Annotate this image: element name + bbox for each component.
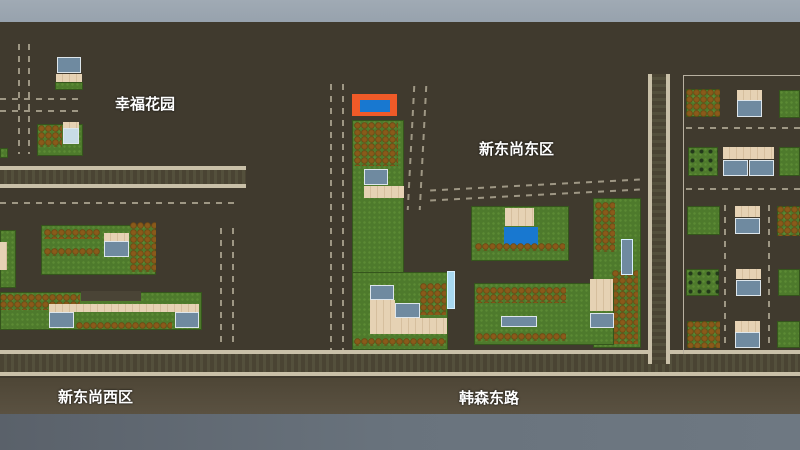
building[interactable] <box>737 100 762 117</box>
tree-row <box>354 338 446 346</box>
glass-structure[interactable] <box>447 271 455 309</box>
tree-row <box>130 222 156 272</box>
lane-marking <box>724 205 726 345</box>
plaza <box>736 269 761 279</box>
plaza <box>505 208 534 226</box>
building[interactable] <box>723 160 748 176</box>
tree-row <box>777 206 800 236</box>
plaza <box>735 321 760 332</box>
building[interactable] <box>370 285 394 300</box>
plot <box>777 321 800 348</box>
tree-row <box>476 287 566 303</box>
walkway <box>49 304 199 312</box>
plaza <box>395 318 447 334</box>
building[interactable] <box>590 313 614 328</box>
plaza <box>56 74 82 82</box>
lane-marking <box>0 98 82 100</box>
tree-row <box>475 243 565 251</box>
plaza <box>737 90 762 100</box>
tree-row <box>686 269 719 296</box>
plaza <box>370 300 395 334</box>
green-strip <box>0 148 8 158</box>
tree-row <box>686 89 720 117</box>
road-upper-left[interactable] <box>0 166 246 188</box>
building[interactable] <box>749 160 774 176</box>
lane-marking <box>686 188 800 190</box>
building[interactable] <box>735 332 760 348</box>
block-outline <box>683 75 800 354</box>
tree-row <box>44 248 100 256</box>
building[interactable] <box>63 128 79 144</box>
building[interactable] <box>735 218 760 234</box>
label-xingfu-garden[interactable]: 幸福花园 <box>115 95 176 113</box>
building[interactable] <box>57 57 81 73</box>
label-xindongshang-east[interactable]: 新东尚东区 <box>479 140 555 158</box>
road-hansen-east[interactable] <box>0 350 800 376</box>
building[interactable] <box>501 316 537 327</box>
lane-marking <box>0 110 82 112</box>
label-hansen-east-road[interactable]: 韩森东路 <box>459 389 520 407</box>
building[interactable] <box>104 241 129 257</box>
road-vertical-east[interactable] <box>648 74 670 364</box>
lane-marking <box>0 202 240 204</box>
parking-lot[interactable] <box>81 291 141 301</box>
building[interactable] <box>395 303 420 318</box>
lane-marking <box>232 228 234 348</box>
lane-marking <box>768 205 770 345</box>
plaza <box>104 233 129 241</box>
tree-row <box>687 321 720 348</box>
lane-marking <box>686 127 800 129</box>
building[interactable] <box>49 312 74 328</box>
lane-marking <box>342 84 344 350</box>
map-edge <box>0 414 800 450</box>
sky <box>0 0 800 22</box>
plaza <box>0 242 7 270</box>
green-strip <box>55 82 83 90</box>
lane-marking <box>220 228 222 348</box>
label-xindongshang-west[interactable]: 新东尚西区 <box>58 388 134 406</box>
plaza <box>63 122 79 128</box>
plot <box>687 206 720 235</box>
pool[interactable] <box>504 227 538 245</box>
tree-row <box>612 270 638 344</box>
plaza <box>723 147 774 159</box>
lane-marking <box>330 84 332 350</box>
tree-row <box>354 122 398 166</box>
plaza <box>364 186 404 198</box>
building[interactable] <box>736 280 761 296</box>
plot <box>779 90 800 118</box>
tree-row <box>44 229 100 239</box>
pool[interactable] <box>360 100 390 112</box>
horizon-haze <box>0 378 800 416</box>
building[interactable] <box>175 312 199 328</box>
plot <box>779 147 800 176</box>
plot <box>778 269 800 296</box>
tree-row <box>420 283 446 315</box>
tree-row <box>476 333 566 341</box>
tree-row <box>688 147 718 176</box>
building[interactable] <box>364 169 388 185</box>
plaza <box>735 206 760 217</box>
bus-shelter[interactable] <box>621 239 633 275</box>
plaza <box>590 279 613 311</box>
tree-row <box>38 125 62 147</box>
tree-row <box>595 202 615 252</box>
tree-row <box>76 322 172 329</box>
